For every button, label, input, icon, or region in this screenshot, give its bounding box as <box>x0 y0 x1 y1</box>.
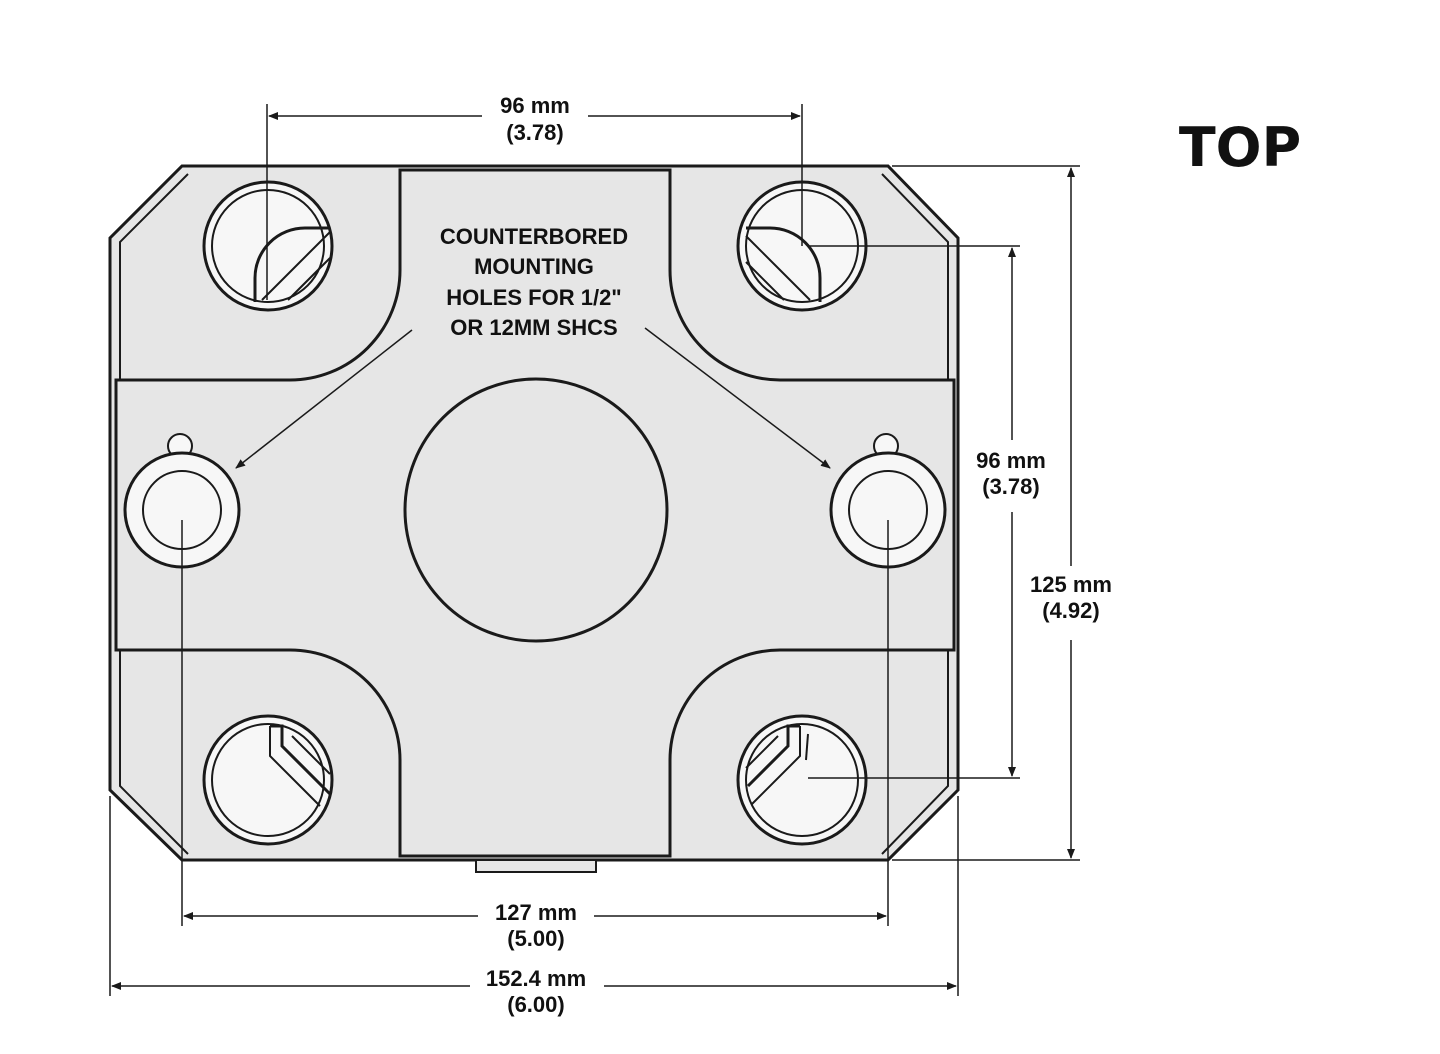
dim-width-metric: 152.4 mm <box>486 966 586 991</box>
central-boss <box>403 377 669 643</box>
dim-overall-metric: 125 mm <box>1030 572 1112 597</box>
leader-left <box>235 329 413 469</box>
dimension-labels: 96 mm (3.78) 96 mm (3.78) 125 mm (4.92) … <box>486 93 1112 1017</box>
view-label: TOP <box>1179 116 1301 179</box>
dim-width-imperial: (6.00) <box>507 992 564 1017</box>
note-leaders <box>235 327 831 469</box>
chamfer-edges <box>119 173 949 855</box>
bottom-tab <box>475 859 597 873</box>
side-locating-holes <box>123 433 947 569</box>
counterbore-bottom-left <box>202 714 334 846</box>
dim-right-hole-metric: 96 mm <box>976 448 1046 473</box>
counterbore-top-left <box>202 180 334 312</box>
dim-overall-imperial: (4.92) <box>1042 598 1099 623</box>
dimension-lines <box>109 104 1080 996</box>
dim-locating-metric: 127 mm <box>495 900 577 925</box>
leader-right <box>644 327 831 469</box>
dim-top-imperial: (3.78) <box>506 120 563 145</box>
counterbore-note: COUNTERBORED MOUNTING HOLES FOR 1/2" OR … <box>440 224 628 340</box>
note-line-2: MOUNTING <box>474 254 594 279</box>
locating-hole-right <box>829 433 947 569</box>
dim-right-hole-imperial: (3.78) <box>982 474 1039 499</box>
note-line-1: COUNTERBORED <box>440 224 628 249</box>
note-line-4: OR 12MM SHCS <box>450 315 617 340</box>
dim-top-metric: 96 mm <box>500 93 570 118</box>
vise-body <box>108 164 960 873</box>
note-line-3: HOLES FOR 1/2" <box>446 285 621 310</box>
dim-locating-imperial: (5.00) <box>507 926 564 951</box>
counterbore-bottom-right <box>736 714 868 846</box>
corner-holes <box>202 180 868 846</box>
locating-hole-left <box>123 433 241 569</box>
